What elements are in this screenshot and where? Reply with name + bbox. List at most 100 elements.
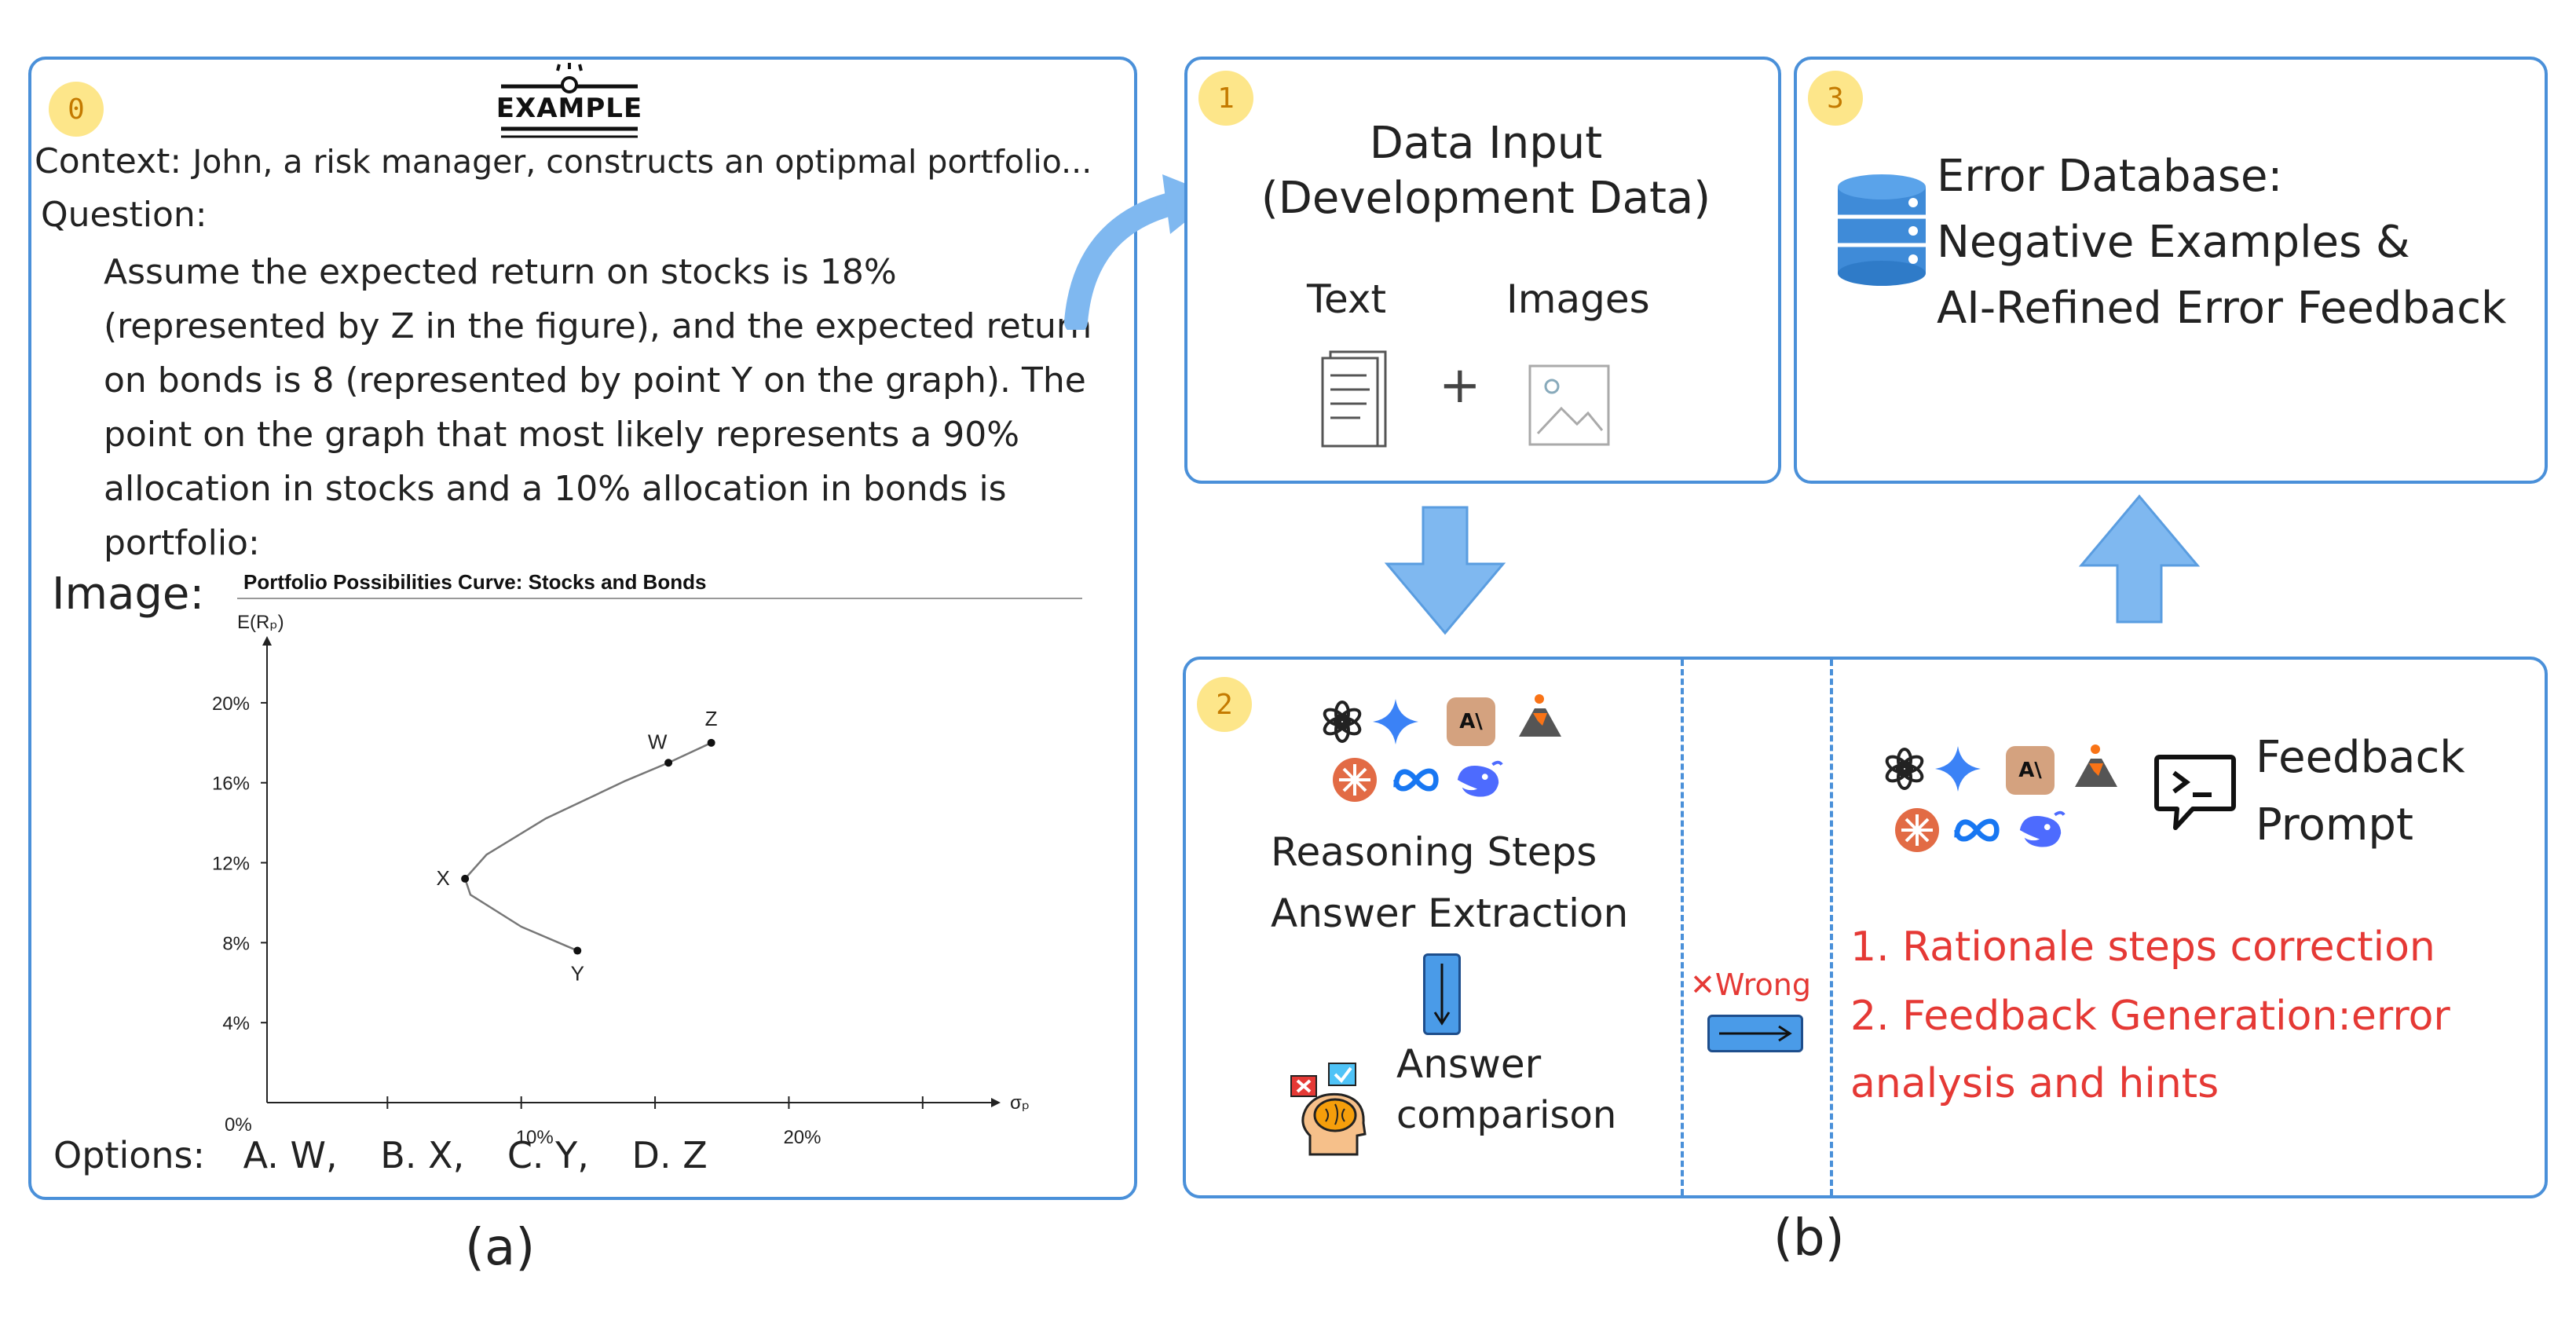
question-line: Assume the expected return on stocks is … [104, 252, 897, 292]
option-d: D. Z [631, 1134, 708, 1176]
feedback-generation-line: 2. Feedback Generation:error [1850, 993, 2450, 1040]
example-panel: 0 EXAMPLE Context: John, a risk manager,… [28, 57, 1137, 1200]
database-icon [1838, 174, 1926, 286]
step-badge-3: 3 [1808, 71, 1863, 126]
image-label: Image: [52, 569, 205, 620]
images-label: Images [1506, 276, 1650, 322]
options-row: Options: A. W, B. X, C. Y, D. Z [53, 1134, 708, 1176]
context-line: Context: John, a risk manager, construct… [35, 141, 1092, 181]
wrong-text: Wrong [1714, 968, 1811, 1002]
option-a: A. W, [243, 1134, 338, 1176]
volcano-icon [1516, 691, 1564, 740]
feedback-label: Feedback [2256, 732, 2465, 783]
openai-icon [1880, 744, 1929, 793]
x-axis-label: σₚ [1010, 1092, 1030, 1114]
prompt-label: Prompt [2256, 799, 2413, 851]
point-label-w: W [648, 730, 668, 753]
comparison-label: comparison [1396, 1093, 1617, 1137]
y-tick-label: 16% [212, 774, 250, 795]
answer-label: Answer [1396, 1041, 1542, 1087]
y-tick-label: 20% [212, 693, 250, 715]
arrow-down-icon [1384, 506, 1506, 635]
question-line: allocation in stocks and a 10% allocatio… [104, 469, 1007, 509]
text-label: Text [1307, 276, 1387, 322]
error-db-line2: Negative Examples & [1937, 217, 2410, 268]
y-tick-label: 4% [222, 1013, 250, 1034]
step-badge-1: 1 [1198, 71, 1253, 126]
question-text: Assume the expected return on stocks is … [104, 245, 1092, 570]
error-db-line1: Error Database: [1937, 151, 2283, 202]
question-label: Question: [41, 195, 207, 235]
steps-correction-label: steps correction [2107, 924, 2435, 971]
brain-comparison-icon [1290, 1063, 1367, 1156]
wrong-label: ✕Wrong [1690, 968, 1811, 1002]
question-line: point on the graph that most likely repr… [104, 415, 1020, 455]
rationale-label: 1. Rationale [1850, 924, 2095, 971]
arrow-up-icon [2078, 494, 2201, 624]
chart-title: Portfolio Possibilities Curve: Stocks an… [243, 570, 706, 594]
option-c: C. Y, [507, 1134, 589, 1176]
x-tick-label: 10% [516, 1127, 554, 1148]
data-input-title: Data Input [1369, 118, 1603, 169]
anthropic-icon: A\ [1447, 697, 1495, 746]
data-input-panel: 1 Data Input (Development Data) Text Ima… [1184, 57, 1781, 484]
context-label: Context: [35, 141, 182, 181]
divider-right [1830, 660, 1833, 1195]
y-axis-arrow [262, 636, 272, 646]
point-y [573, 946, 582, 955]
error-db-line3: AI-Refined Error Feedback [1937, 283, 2507, 334]
y-axis-label: E(Rₚ) [237, 612, 284, 633]
point-z [707, 738, 715, 747]
point-x [461, 874, 470, 883]
cross-icon: ✕ [1690, 968, 1715, 1002]
option-b: B. X, [380, 1134, 465, 1176]
correction-line: 1. Rationale steps correction [1850, 924, 2435, 971]
portfolio-chart: Portfolio Possibilities Curve: Stocks an… [212, 570, 1082, 1148]
caption-a: (a) [465, 1219, 536, 1277]
question-line: (represented by Z in the figure), and th… [104, 306, 1092, 346]
meta-icon [1952, 806, 2001, 854]
example-logo: EXAMPLE [495, 63, 644, 141]
caption-b: (b) [1773, 1209, 1845, 1268]
gemini-icon [1934, 744, 1982, 793]
claude-star-icon [1893, 806, 1941, 854]
reasoning-steps-label: Reasoning Steps [1271, 829, 1597, 875]
data-input-subtitle: (Development Data) [1261, 173, 1711, 224]
gemini-icon [1371, 697, 1420, 746]
point-label-y: Y [571, 962, 584, 986]
origin-label: 0% [225, 1114, 252, 1136]
y-tick-label: 12% [212, 854, 250, 875]
point-label-z: Z [705, 707, 718, 730]
analysis-hints-line: analysis and hints [1850, 1060, 2219, 1107]
claude-star-icon [1330, 755, 1379, 804]
arrow-down-small-icon [1423, 953, 1461, 1035]
answer-extraction-label: Answer Extraction [1271, 891, 1629, 936]
x-tick-label: 20% [783, 1127, 821, 1148]
example-logo-text: EXAMPLE [496, 93, 643, 124]
x-axis-arrow [991, 1098, 1001, 1107]
frontier-curve [463, 741, 712, 952]
document-icon [1321, 350, 1387, 448]
terminal-prompt-icon [2154, 755, 2236, 830]
meta-icon [1392, 755, 1440, 804]
options-label: Options: [53, 1134, 205, 1176]
anthropic-icon: A\ [2006, 746, 2055, 795]
context-text: John, a risk manager, constructs an opti… [192, 143, 1092, 181]
divider-left [1681, 660, 1684, 1195]
error-database-panel: 3 Error Database: Negative Examples & AI… [1794, 57, 2548, 484]
y-tick-label: 8% [222, 933, 250, 954]
deepseek-icon [1454, 755, 1503, 804]
question-line: on bonds is 8 (represented by point Y on… [104, 360, 1086, 401]
step-badge-0: 0 [49, 82, 104, 137]
plus-sign: + [1439, 357, 1481, 415]
volcano-icon [2072, 741, 2120, 790]
point-label-x: X [436, 866, 449, 890]
arrow-right-small-icon [1707, 1015, 1803, 1052]
step-badge-2: 2 [1197, 677, 1252, 732]
question-line: portfolio: [104, 523, 260, 563]
deepseek-icon [2017, 806, 2066, 854]
point-w [664, 759, 673, 767]
reasoning-feedback-panel: 2 A\ Reasoning Steps Answer Extraction A… [1183, 657, 2548, 1198]
image-icon [1528, 364, 1610, 446]
openai-icon [1318, 697, 1367, 746]
